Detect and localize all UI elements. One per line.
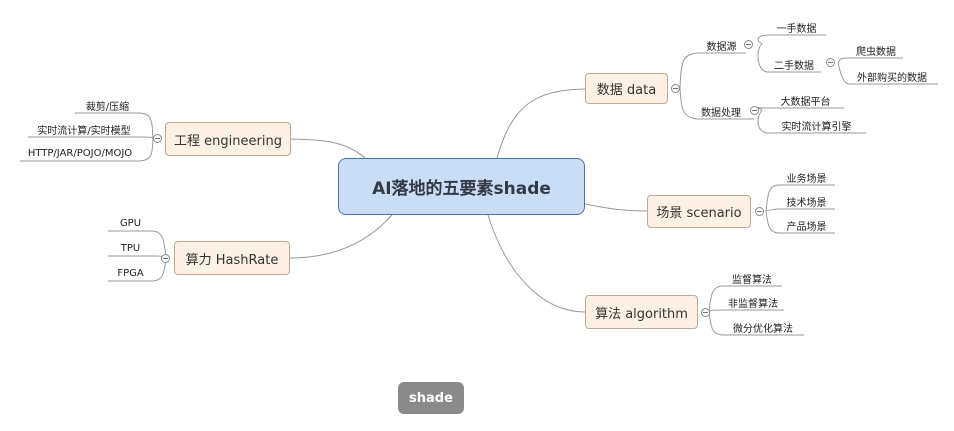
collapse-toggle-data[interactable] — [671, 84, 680, 93]
subtopic-second-hand-data[interactable]: 二手数据 — [774, 60, 814, 72]
branch-hashrate[interactable]: 算力 HashRate — [174, 241, 290, 275]
branch-engineering[interactable]: 工程 engineering — [165, 122, 291, 156]
subtopic-fpga[interactable]: FPGA — [117, 267, 144, 279]
subtopic-purchased-data[interactable]: 外部购买的数据 — [857, 72, 927, 84]
collapse-toggle-second-hand-data[interactable] — [826, 58, 835, 67]
subtopic-bigdata-platform[interactable]: 大数据平台 — [780, 96, 831, 108]
connector-algorithm — [487, 214, 586, 313]
subtopic-business-scene[interactable]: 业务场景 — [786, 173, 827, 185]
collapse-toggle-scenario[interactable] — [755, 207, 764, 216]
collapse-toggle-data-processing[interactable] — [750, 106, 759, 115]
subtopic-crawler-data[interactable]: 爬虫数据 — [856, 46, 896, 58]
connector-data-source — [679, 52, 698, 89]
subtopic-tpu[interactable]: TPU — [120, 242, 141, 254]
collapse-toggle-hashrate[interactable] — [161, 254, 170, 263]
branch-data[interactable]: 数据 data — [585, 73, 668, 104]
collapse-toggle-data-source[interactable] — [744, 40, 753, 49]
subtopic-supervised[interactable]: 监督算法 — [732, 274, 772, 286]
subtopic-cut-compress[interactable]: 裁剪/压缩 — [85, 101, 130, 113]
subtopic-product-scene[interactable]: 产品场景 — [786, 221, 827, 233]
connector-data — [496, 88, 586, 159]
connector-scenario — [584, 203, 648, 212]
subtopic-data-processing[interactable]: 数据处理 — [701, 107, 741, 119]
subtopic-first-hand-data[interactable]: 一手数据 — [776, 23, 817, 35]
subtopic-data-source[interactable]: 数据源 — [706, 41, 737, 53]
collapse-toggle-algorithm[interactable] — [701, 308, 710, 317]
subtopic-micro-opt[interactable]: 微分优化算法 — [733, 323, 793, 335]
connector-hashrate — [289, 214, 393, 259]
branch-algorithm[interactable]: 算法 algorithm — [585, 295, 698, 329]
connector-data-processing — [679, 87, 698, 120]
connector-engineering — [290, 138, 366, 159]
subtopic-realtime-model[interactable]: 实时流计算/实时模型 — [37, 125, 131, 137]
collapse-toggle-engineering[interactable] — [153, 134, 162, 143]
subtopic-formats[interactable]: HTTP/JAR/POJO/MOJO — [27, 147, 133, 159]
subtopic-tech-scene[interactable]: 技术场景 — [786, 197, 827, 209]
shade-badge: shade — [398, 382, 464, 414]
subtopic-unsupervised[interactable]: 非监督算法 — [728, 298, 778, 310]
central-topic[interactable]: AI落地的五要素shade — [338, 158, 585, 215]
subtopic-gpu[interactable]: GPU — [119, 217, 142, 229]
branch-scenario[interactable]: 场景 scenario — [647, 195, 751, 228]
subtopic-realtime-engine[interactable]: 实时流计算引擎 — [781, 121, 852, 133]
